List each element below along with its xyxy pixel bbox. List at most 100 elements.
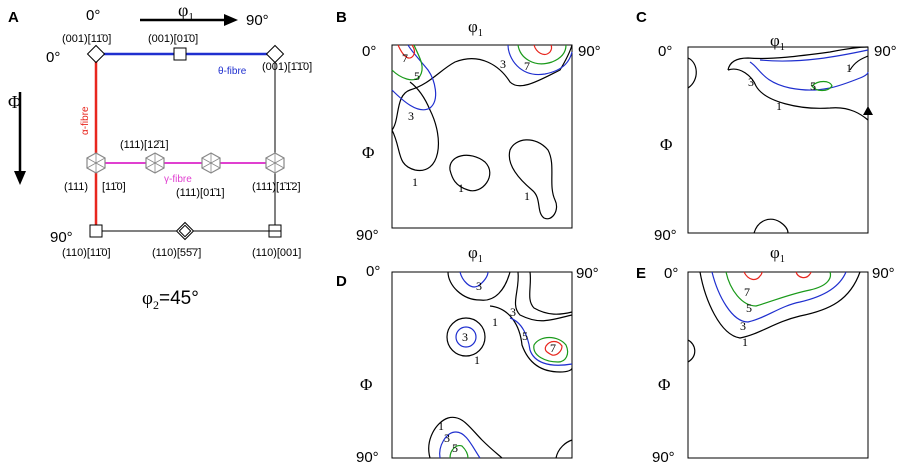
level-label: 7 xyxy=(550,341,556,355)
panel-c-levels: 1 1 3 5 xyxy=(748,61,852,113)
level-label: 3 xyxy=(444,431,450,445)
panel-b-phi1: φ1 xyxy=(468,17,483,39)
level-label: 1 xyxy=(412,175,418,189)
panel-b-tl: 0° xyxy=(362,43,376,60)
hex-inner-lines xyxy=(86,153,285,173)
alpha-fibre-label: α-fibre xyxy=(80,106,91,135)
panel-a-phi1-label: φ1 xyxy=(178,0,194,23)
corner-bl: 90° xyxy=(50,229,73,246)
panel-c-tl: 0° xyxy=(658,43,672,60)
panel-a: A φ1 Φ 0° 0° 90° 90° θ-fibre α-fibre γ-f… xyxy=(8,0,312,312)
orient-001-110b: (001)[1̄1̄0] xyxy=(262,61,312,73)
panel-c-Phi: Φ xyxy=(660,135,672,154)
panel-e-Phi: Φ xyxy=(658,375,670,394)
panel-b-contours xyxy=(391,44,573,220)
level-label: 3 xyxy=(408,109,414,123)
level-label: 7 xyxy=(744,285,750,299)
level-label: 3 xyxy=(476,279,482,293)
level-label: 1 xyxy=(776,99,782,113)
level-label: 1 xyxy=(474,353,480,367)
panel-e-frame xyxy=(687,271,869,459)
phi1-arrowhead xyxy=(224,14,238,26)
phi2-caption: φ2=45° xyxy=(142,288,199,312)
panel-e-bl: 90° xyxy=(652,449,675,466)
level-label: 3 xyxy=(462,330,468,344)
orient-111-121: (111)[12̄1] xyxy=(120,139,169,151)
panel-c: C φ1 0° 90° 90° Φ 1 1 3 5 xyxy=(636,9,897,244)
panel-d-bl: 90° xyxy=(356,449,379,466)
orient-110-001: (110)[001] xyxy=(252,247,301,259)
panel-b-Phi: Φ xyxy=(362,143,374,162)
level-label: 1 xyxy=(846,61,852,75)
panel-c-bl: 90° xyxy=(654,227,677,244)
panel-e-levels: 7 5 3 1 xyxy=(740,285,752,349)
level-label: 3 xyxy=(500,57,506,71)
panel-d-tr: 90° xyxy=(576,265,599,282)
panel-c-marker xyxy=(863,106,873,115)
panel-e-tr: 90° xyxy=(872,265,895,282)
level-label: 3 xyxy=(740,319,746,333)
panel-e-contours xyxy=(687,271,861,363)
panel-d-tl: 0° xyxy=(366,263,380,280)
orient-110-110: (110)[11̄0] xyxy=(62,247,111,259)
level-label: 7 xyxy=(524,59,530,73)
panel-c-letter: C xyxy=(636,9,647,26)
panel-d-levels: 3 1 3 1 3 5 7 1 3 5 xyxy=(438,279,556,455)
level-label: 5 xyxy=(522,329,528,343)
corner-tl-top: 0° xyxy=(86,7,100,24)
panel-b-letter: B xyxy=(336,9,347,26)
panel-e: E φ1 0° 90° 90° Φ 7 5 3 1 xyxy=(636,243,895,466)
panel-e-phi1: φ1 xyxy=(770,243,785,265)
level-label: 3 xyxy=(748,75,754,89)
orient-001-110: (001)[11̄0] xyxy=(62,33,111,45)
panel-d-letter: D xyxy=(336,273,347,290)
panel-d-frame xyxy=(391,271,573,459)
level-label: 1 xyxy=(438,419,444,433)
panel-a-letter: A xyxy=(8,9,19,26)
theta-fibre-label: θ-fibre xyxy=(218,66,247,77)
square-symbol-top xyxy=(173,47,187,61)
panel-b: B φ1 0° 90° 90° Φ 1 1 1 3 3 5 7 7 xyxy=(336,9,601,244)
orient-111-112: (111)[1̄1̄2] xyxy=(252,181,301,193)
level-label: 1 xyxy=(524,189,530,203)
level-label: 5 xyxy=(414,69,420,83)
diamond-symbol-bottom xyxy=(175,221,195,241)
orient-111-110: [11̄0] xyxy=(102,181,126,193)
diamond-inner xyxy=(178,224,192,238)
orient-001-010: (001)[01̄0] xyxy=(148,33,198,45)
level-label: 5 xyxy=(746,301,752,315)
level-label: 5 xyxy=(452,441,458,455)
panel-c-frame xyxy=(687,46,869,234)
orient-111-011: (111)[01̄1] xyxy=(176,187,225,199)
square-symbol-bl xyxy=(89,224,103,238)
level-label: 5 xyxy=(810,79,816,93)
panel-b-levels: 1 1 1 3 3 5 7 7 xyxy=(402,51,530,203)
panel-c-contours xyxy=(687,46,869,234)
panel-c-phi1: φ1 xyxy=(770,31,785,53)
level-label: 1 xyxy=(458,181,464,195)
panel-e-tl: 0° xyxy=(664,265,678,282)
level-label: 7 xyxy=(402,51,408,65)
Phi-arrowhead xyxy=(14,171,26,185)
panel-d-Phi: Φ xyxy=(360,375,372,394)
diamond-symbol-tl xyxy=(86,44,106,64)
panel-d-phi1: φ1 xyxy=(468,243,483,265)
panel-d-contours xyxy=(428,271,573,459)
panel-b-bl: 90° xyxy=(356,227,379,244)
orient-110-557: (110)[55̄7] xyxy=(152,247,201,259)
gamma-fibre-label: γ-fibre xyxy=(164,174,192,185)
level-label: 1 xyxy=(742,335,748,349)
level-label: 1 xyxy=(492,315,498,329)
panel-b-tr: 90° xyxy=(578,43,601,60)
panel-e-letter: E xyxy=(636,265,646,282)
panel-d: D φ1 0° 90° 90° Φ 3 1 3 1 3 xyxy=(336,243,599,466)
panel-a-Phi-label: Φ xyxy=(8,92,21,112)
panel-b-frame xyxy=(391,44,573,229)
level-label: 3 xyxy=(510,305,516,319)
orient-111: (111) xyxy=(64,181,88,193)
panel-c-tr: 90° xyxy=(874,43,897,60)
corner-tr: 90° xyxy=(246,12,269,29)
corner-tl-left: 0° xyxy=(46,49,60,66)
diamond-symbol-tr xyxy=(265,44,285,64)
